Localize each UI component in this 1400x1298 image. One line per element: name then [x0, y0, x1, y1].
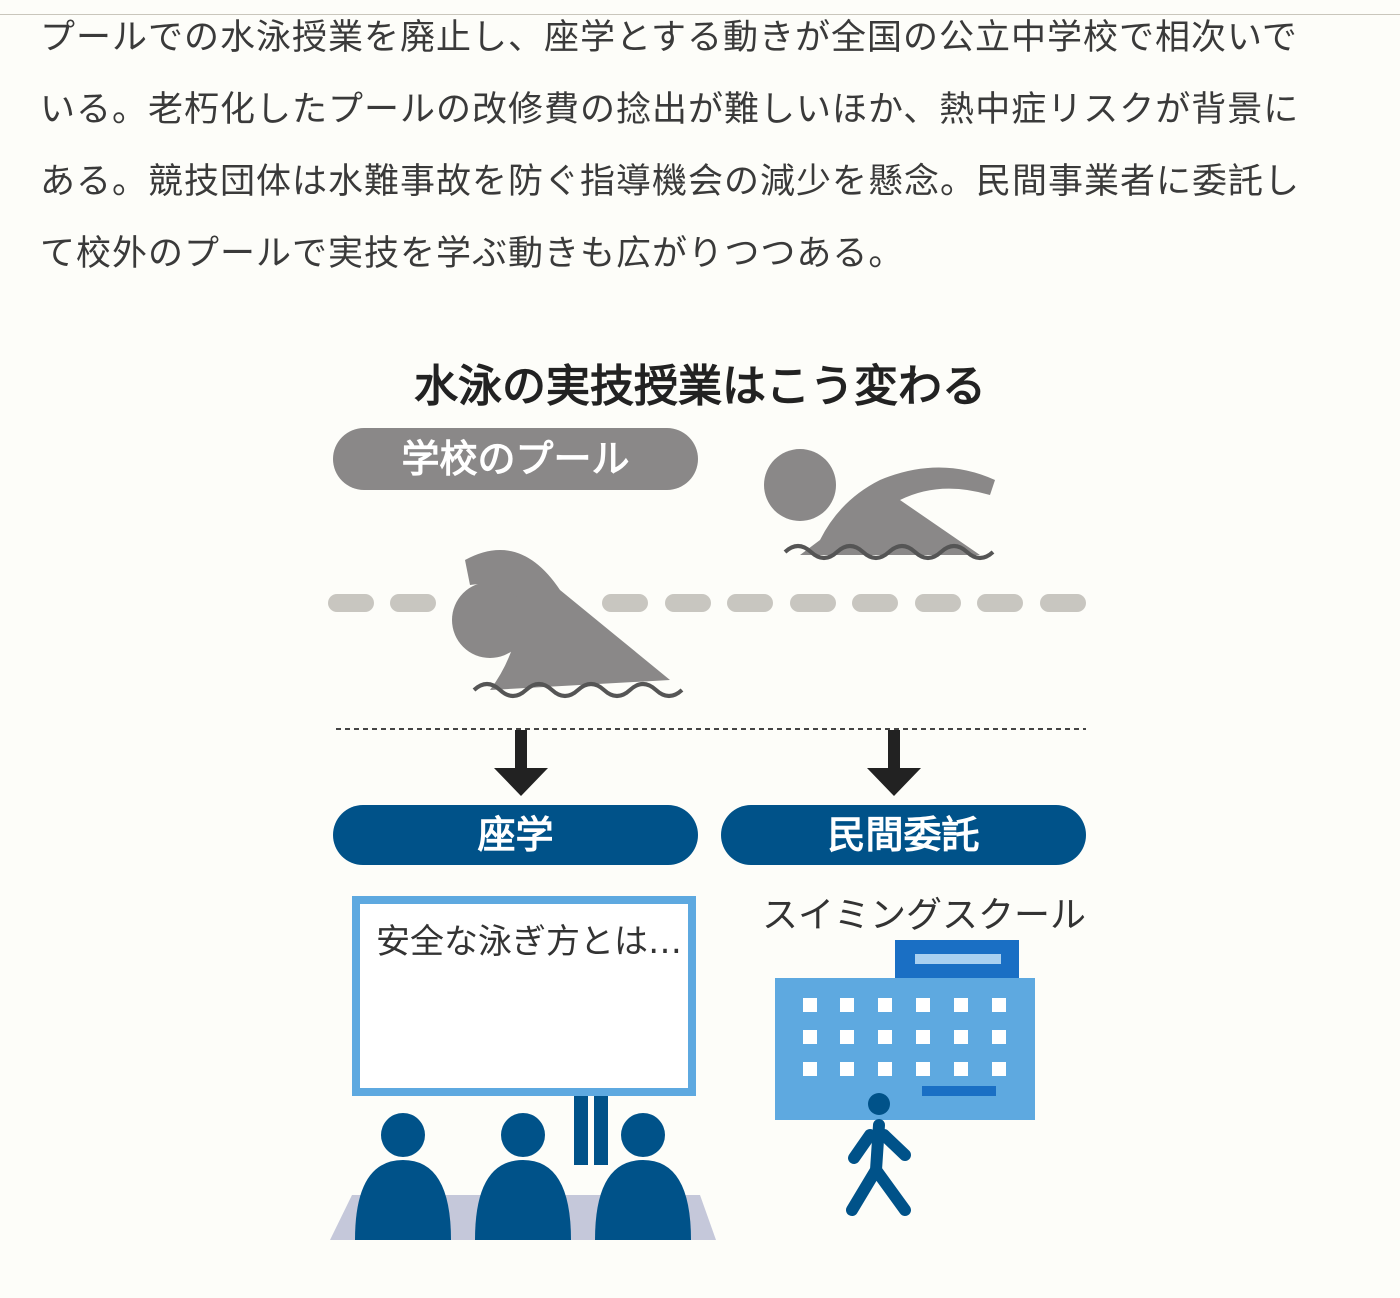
arrow-down-icon	[867, 730, 921, 796]
article-paragraph: プールでの水泳授業を廃止し、座学とする動きが全国の公立中学校で相次いで いる。老…	[40, 16, 1370, 304]
classroom-label: 座学	[333, 805, 698, 865]
whiteboard	[352, 896, 696, 1096]
swimmer-icon	[452, 550, 670, 690]
article-line: いる。老朽化したプールの改修費の捻出が難しいほか、熱中症リスクが背景に	[40, 90, 1300, 130]
top-divider	[0, 14, 1400, 15]
article-line: ある。競技団体は水難事故を防ぐ指導機会の減少を懸念。民間事業者に委託し	[40, 162, 1301, 202]
swimmer-icon	[764, 449, 995, 555]
walking-person-icon	[846, 1093, 911, 1216]
outsourcing-label: 民間委託	[721, 805, 1086, 865]
whiteboard-text: 安全な泳ぎ方とは…	[376, 922, 682, 962]
student-icon	[355, 1113, 691, 1240]
school-pool-label: 学校のプール	[333, 428, 698, 490]
article-line: プールでの水泳授業を廃止し、座学とする動きが全国の公立中学校で相次いで	[40, 18, 1298, 58]
lane-rope	[328, 594, 1086, 612]
article-line: て校外のプールで実技を学ぶ動きも広がりつつある。	[40, 234, 905, 274]
swimming-school-label: スイミングスクール	[762, 895, 1087, 936]
infographic-title: 水泳の実技授業はこう変わる	[414, 361, 986, 412]
building-icon	[775, 940, 1035, 1120]
arrow-down-icon	[494, 730, 548, 796]
